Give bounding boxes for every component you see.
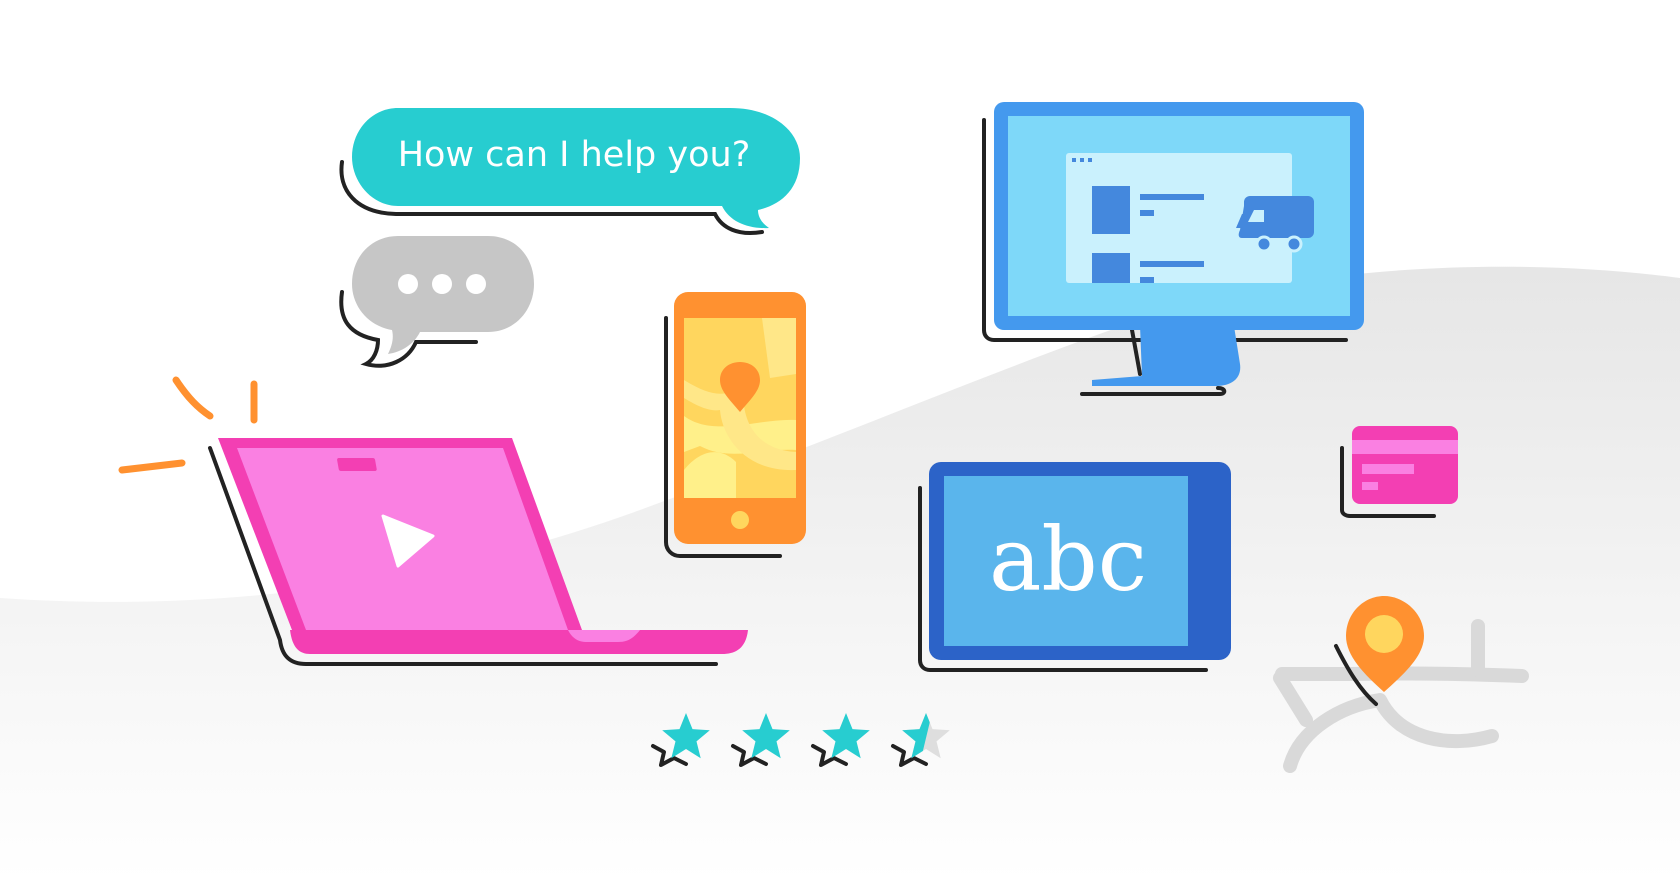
background-wave bbox=[0, 266, 1680, 880]
credit-card-icon bbox=[1340, 426, 1458, 518]
sparkle-lines bbox=[118, 376, 258, 474]
tablet-text: abc bbox=[989, 508, 1147, 611]
star-half-icon bbox=[891, 713, 950, 767]
typing-dots-icon bbox=[398, 274, 486, 294]
tablet-abc: abc bbox=[918, 462, 1231, 672]
chat-question-text: How can I help you? bbox=[398, 135, 751, 175]
home-button-icon bbox=[731, 511, 749, 529]
star-full-icon bbox=[651, 713, 710, 767]
desktop-monitor-delivery-icon bbox=[982, 102, 1364, 396]
app-window bbox=[1066, 153, 1292, 283]
laptop-with-play-icon bbox=[118, 376, 748, 666]
delivery-truck-icon bbox=[1236, 196, 1314, 253]
phone-map-icon bbox=[664, 292, 806, 558]
star-rating bbox=[651, 713, 950, 767]
play-icon bbox=[381, 514, 435, 568]
chat-bubble-question: How can I help you? bbox=[339, 108, 800, 235]
chat-bubble-typing bbox=[339, 236, 534, 368]
star-full-icon bbox=[731, 713, 790, 767]
map-pin-icon bbox=[720, 362, 760, 412]
location-pin-icon bbox=[1334, 596, 1424, 706]
window-dots-icon bbox=[1072, 158, 1092, 162]
star-full-icon bbox=[811, 713, 870, 767]
